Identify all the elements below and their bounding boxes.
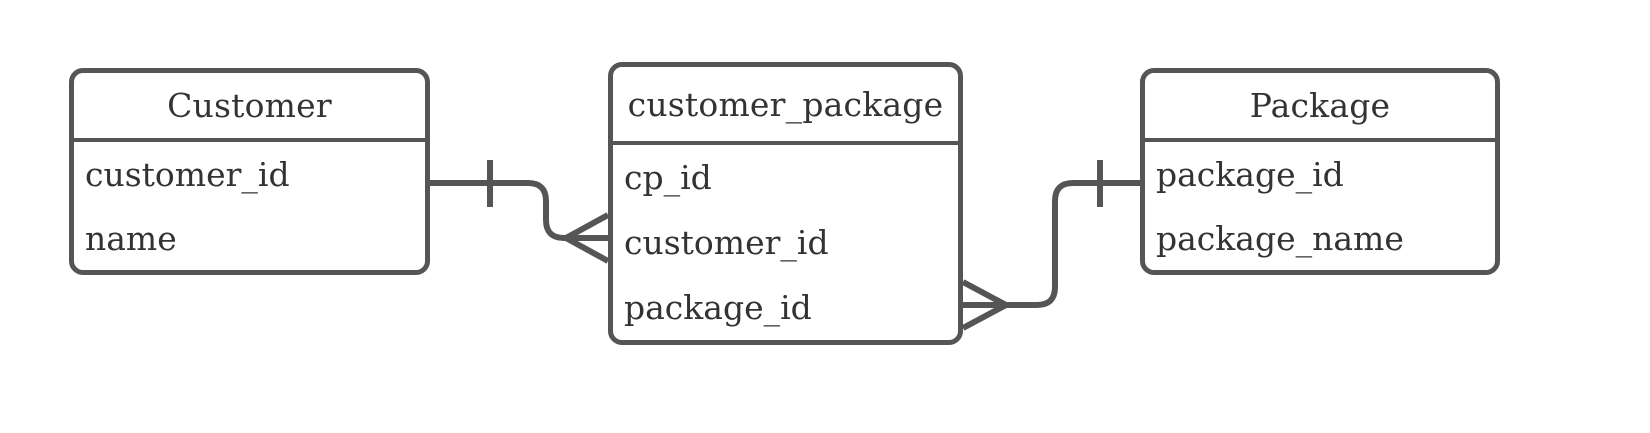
cardinality-crow-foot-customer-package-right [961,279,1008,331]
entity-package-attributes: package_id package_name [1145,142,1495,270]
attribute-row: cp_id [624,158,712,197]
relationship-line-customer-package-package [1005,180,1140,308]
entity-package[interactable]: Package package_id package_name [1140,68,1500,275]
cardinality-crow-foot-customer-package-left [564,212,610,264]
attribute-row: package_name [1156,218,1404,258]
entity-customer-package-title: customer_package [613,67,958,145]
attribute-row: package_id [624,288,812,327]
attribute-row: customer_id [85,154,290,194]
entity-customer-package-attributes: cp_id customer_id package_id [613,145,958,340]
relationship-customer-package-package [961,160,1140,331]
entity-customer-title: Customer [74,73,425,142]
entity-customer-attributes: customer_id name [74,142,425,270]
relationship-line-customer-customer-package [430,180,608,241]
attribute-row: name [85,218,177,258]
attribute-row: package_id [1156,154,1344,194]
entity-package-title: Package [1145,73,1495,142]
attribute-row: customer_id [624,223,829,262]
entity-customer-package[interactable]: customer_package cp_id customer_id packa… [608,62,963,345]
relationship-customer-customer-package [430,160,610,264]
entity-customer[interactable]: Customer customer_id name [69,68,430,275]
